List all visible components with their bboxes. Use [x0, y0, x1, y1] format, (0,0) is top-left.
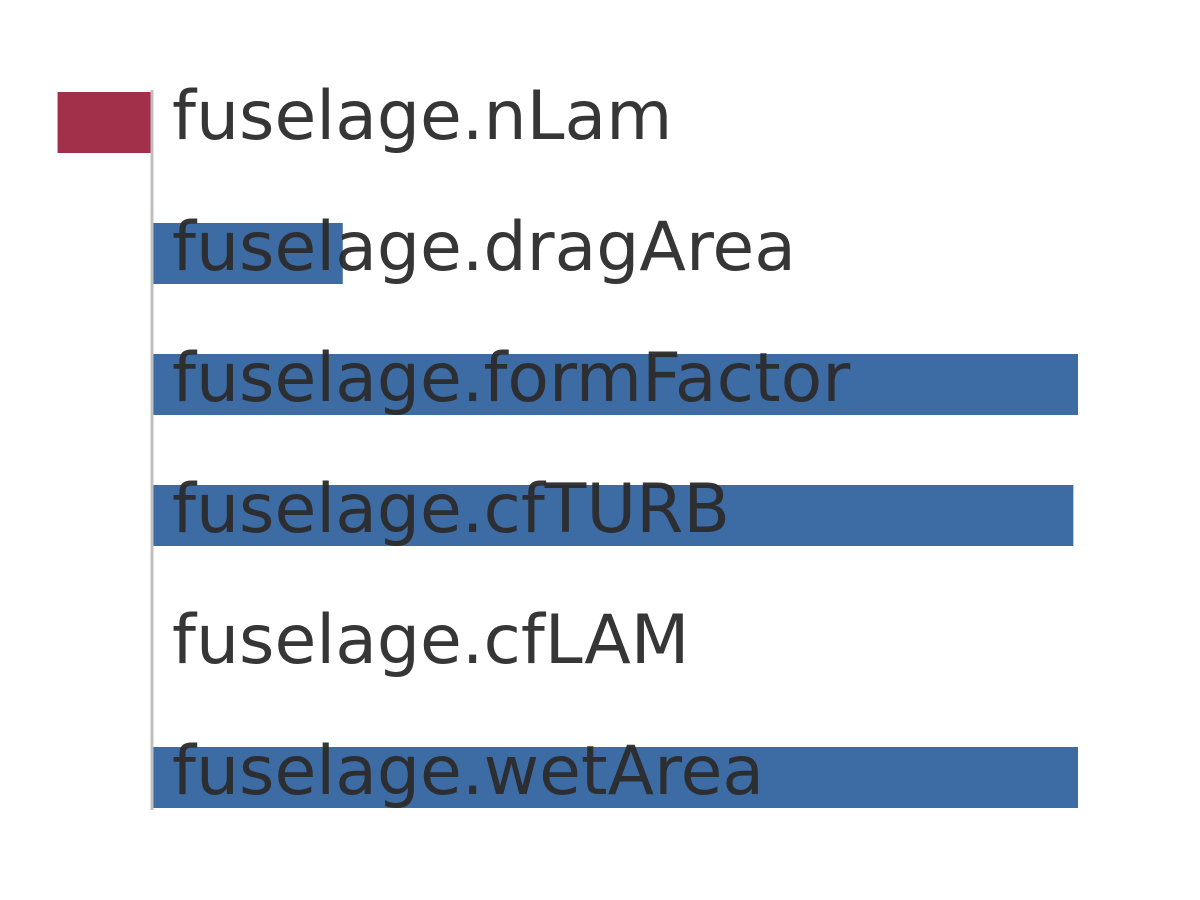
bar-label-fuselage-dragarea: fuselage.dragArea	[172, 208, 796, 287]
bar-label-fuselage-formfactor: fuselage.formFactor	[172, 339, 850, 418]
bars-layer	[57, 92, 1078, 808]
bar-fuselage-cfturb	[152, 485, 1074, 546]
labels-layer: fuselage.nLam fuselage.dragArea fuselage.f…	[172, 77, 850, 811]
bar-fuselage-dragarea	[152, 223, 343, 284]
bar-label-fuselage-nlam: fuselage.nLam	[172, 77, 672, 156]
bar-label-fuselage-cfturb: fuselage.cfTURB	[172, 470, 730, 549]
bar-label-fuselage-wetarea: fuselage.wetArea	[172, 732, 764, 811]
bar-label-fuselage-cflam: fuselage.cfLAM	[172, 601, 689, 680]
bar-fuselage-wetarea	[152, 747, 1078, 808]
bar-fuselage-nlam	[57, 92, 152, 153]
bar-fuselage-formfactor	[152, 354, 1078, 415]
